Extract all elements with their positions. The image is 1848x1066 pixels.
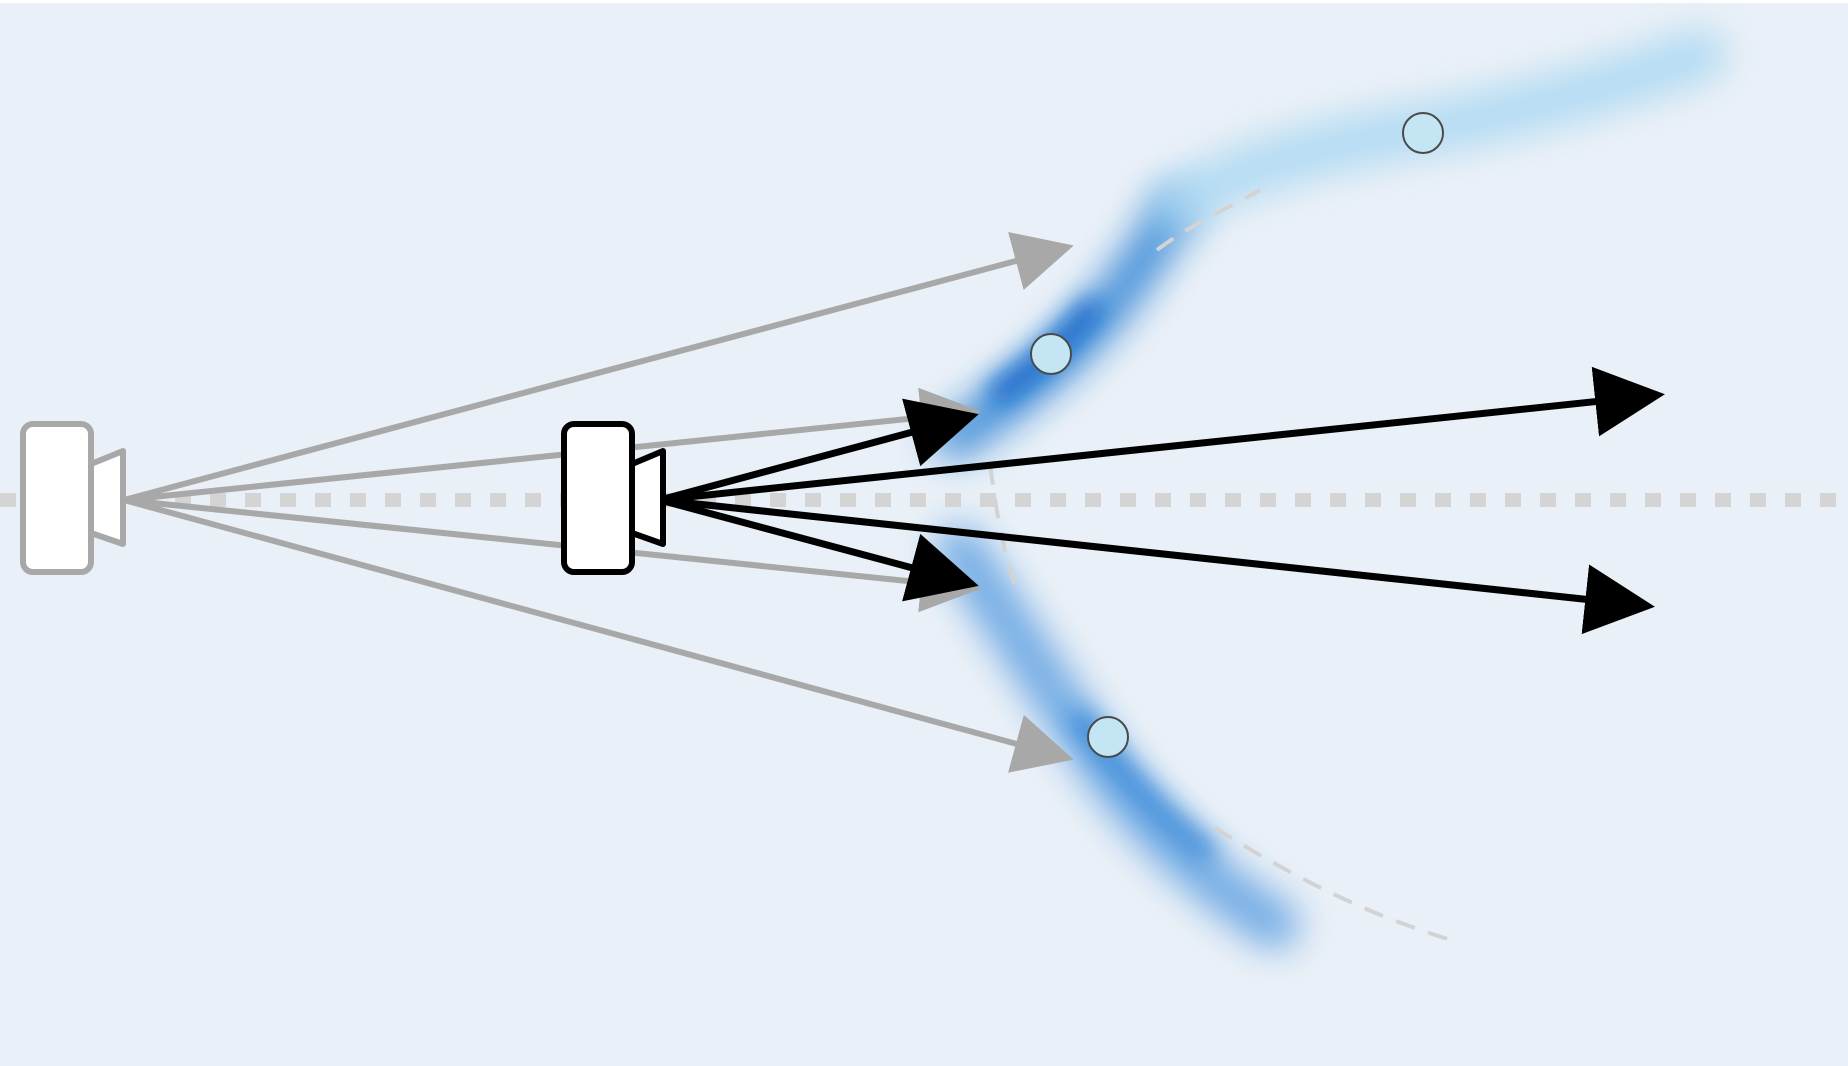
previous-camera-icon <box>20 421 126 575</box>
gray-ray-lower-outer <box>123 497 1074 773</box>
camera-lens-icon <box>629 448 666 547</box>
gray-ray-upper-inner <box>123 387 981 503</box>
sample-point-lower <box>1087 716 1129 758</box>
upper-density-blob <box>933 188 1197 460</box>
surface-curves <box>988 188 1459 944</box>
current-camera-rays <box>659 366 1665 635</box>
middle-dashed-surface <box>988 464 1017 586</box>
black-ray-upper-long <box>659 366 1665 504</box>
lower-density-blob <box>936 526 1299 949</box>
previous-camera-rays <box>123 232 1074 773</box>
sample-points <box>1030 112 1444 758</box>
black-ray-lower-long <box>659 496 1655 635</box>
upper-dashed-surface <box>1155 188 1261 252</box>
camera-icon <box>561 421 635 575</box>
camera-icon <box>20 421 94 575</box>
gray-ray-lower-inner <box>123 497 981 613</box>
sample-point-far <box>1402 112 1444 154</box>
current-camera-icon <box>561 421 666 575</box>
gray-ray-upper-outer <box>123 232 1074 503</box>
camera-lens-icon <box>88 448 126 547</box>
sample-point-upper <box>1030 333 1072 375</box>
background <box>0 3 1848 1066</box>
black-ray-lower-short <box>659 496 979 602</box>
black-ray-upper-short <box>659 398 979 504</box>
